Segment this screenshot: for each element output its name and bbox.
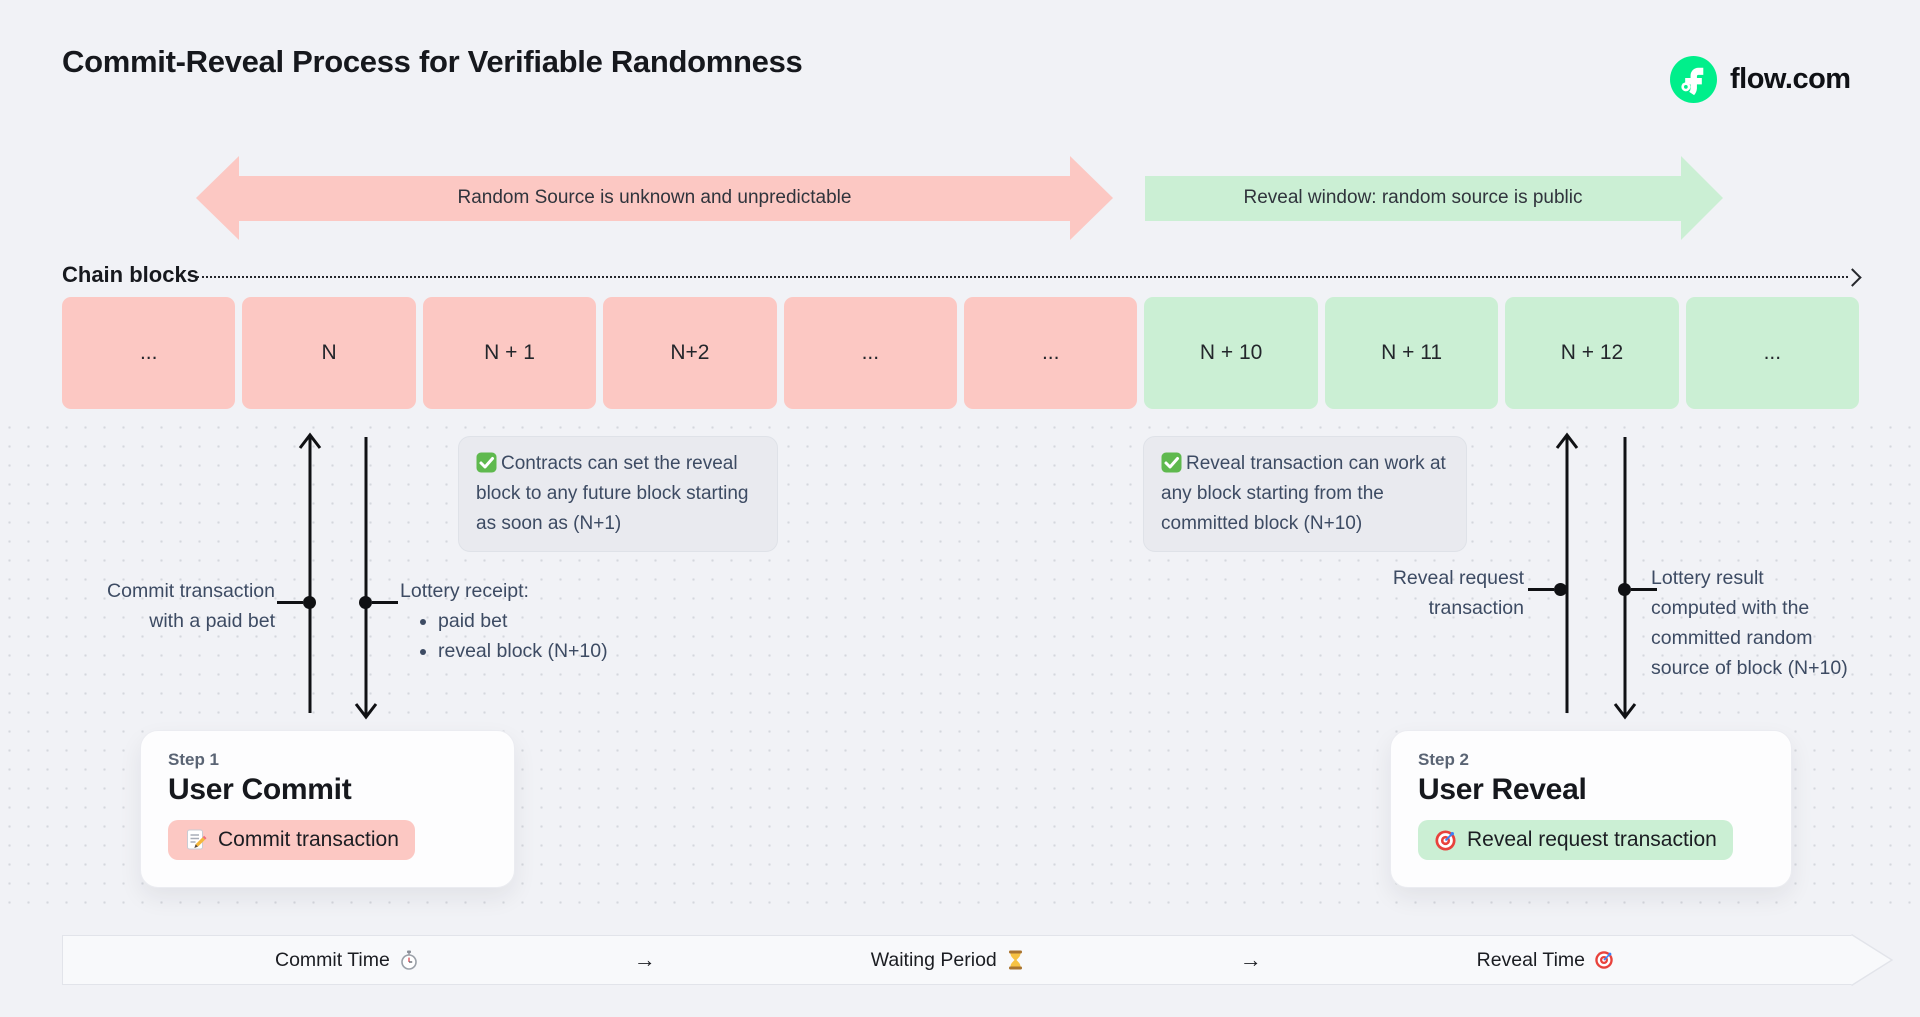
connector-tick bbox=[1631, 588, 1657, 591]
reveal-up-arrow bbox=[1555, 432, 1579, 713]
commit-up-arrow bbox=[298, 432, 322, 713]
timeline-arrowhead bbox=[1851, 934, 1894, 986]
chain-block: N+2 bbox=[603, 297, 777, 409]
target-icon bbox=[1595, 951, 1613, 969]
connector-tick bbox=[277, 601, 303, 604]
receipt-bullet: paid bet bbox=[438, 606, 608, 636]
step2-card: Step 2 User Reveal Reveal request transa… bbox=[1390, 730, 1792, 888]
reveal-phase-banner-label: Reveal window: random source is public bbox=[1243, 187, 1583, 208]
connector-tick bbox=[372, 601, 398, 604]
reveal-request-pill: Reveal request transaction bbox=[1418, 820, 1733, 860]
chain-block: ... bbox=[964, 297, 1138, 409]
chain-block: N + 12 bbox=[1505, 297, 1679, 409]
timeline-reveal-time: Reveal Time bbox=[1477, 949, 1614, 972]
lottery-result-label: Lottery result computed with the committ… bbox=[1651, 567, 1848, 679]
receipt-down-arrow bbox=[354, 437, 378, 720]
flow-brand[interactable]: flow.com bbox=[1670, 56, 1851, 103]
lottery-receipt-label: Lottery receipt: paid bet reveal block (… bbox=[400, 576, 608, 666]
commit-note-box: Contracts can set the reveal block to an… bbox=[458, 436, 778, 552]
timeline-waiting-period: Waiting Period bbox=[871, 949, 1025, 972]
arrow-glyph: → bbox=[1239, 947, 1262, 972]
connector-dot bbox=[1554, 583, 1567, 596]
reveal-phase-banner: Reveal window: random source is public bbox=[1145, 156, 1723, 240]
step2-label: Step 2 bbox=[1418, 750, 1470, 769]
check-icon bbox=[1161, 452, 1182, 473]
right-arrowhead bbox=[1070, 156, 1113, 240]
commit-phase-banner: Random Source is unknown and unpredictab… bbox=[196, 156, 1113, 240]
commit-transaction-label: Commit transaction with a paid bet bbox=[107, 580, 275, 632]
reveal-note-text: Reveal transaction can work at any block… bbox=[1161, 453, 1446, 534]
commit-pill-label: Commit transaction bbox=[218, 828, 399, 851]
page-title: Commit-Reveal Process for Verifiable Ran… bbox=[62, 44, 803, 79]
timeline-arrow: → bbox=[634, 947, 656, 973]
waiting-period-label: Waiting Period bbox=[870, 948, 997, 971]
chain-dotted-line bbox=[197, 276, 1848, 278]
target-icon bbox=[1435, 829, 1456, 851]
stopwatch-icon bbox=[401, 950, 417, 970]
check-icon bbox=[476, 452, 497, 473]
step1-label: Step 1 bbox=[168, 750, 220, 769]
chain-block: N + 10 bbox=[1144, 297, 1318, 409]
brand-text: flow.com bbox=[1730, 63, 1851, 95]
receipt-bullet: reveal block (N+10) bbox=[438, 636, 608, 666]
commit-note-text: Contracts can set the reveal block to an… bbox=[476, 453, 749, 534]
memo-icon bbox=[187, 829, 207, 850]
step1-card: Step 1 User Commit Commit transaction bbox=[140, 730, 515, 888]
timeline-bar: Commit Time → Waiting Period → Revea bbox=[62, 935, 1852, 985]
commit-time-label: Commit Time bbox=[275, 948, 390, 971]
flow-logo-icon bbox=[1670, 56, 1717, 103]
reveal-note-box: Reveal transaction can work at any block… bbox=[1143, 436, 1467, 552]
reveal-request-label: Reveal request transaction bbox=[1392, 567, 1524, 619]
chain-block: ... bbox=[783, 297, 958, 409]
timeline-arrow: → bbox=[1240, 947, 1262, 973]
commit-phase-banner-label: Random Source is unknown and unpredictab… bbox=[457, 187, 852, 208]
connector-dot bbox=[303, 596, 316, 609]
timeline-commit-time: Commit Time bbox=[275, 949, 419, 972]
arrow-glyph: → bbox=[633, 947, 656, 972]
connector-tick bbox=[1528, 588, 1554, 591]
lottery-receipt-title: Lottery receipt: bbox=[400, 580, 529, 602]
chain-block: N + 1 bbox=[422, 297, 597, 409]
step2-title: User Reveal bbox=[1418, 773, 1587, 806]
hourglass-icon bbox=[1008, 950, 1022, 970]
reveal-pill-label: Reveal request transaction bbox=[1467, 828, 1717, 851]
chain-block: N bbox=[242, 297, 416, 409]
chain-block: ... bbox=[62, 297, 236, 409]
step1-title: User Commit bbox=[168, 773, 352, 806]
connector-dot bbox=[1618, 583, 1631, 596]
chain-line-arrowhead-icon bbox=[1843, 268, 1862, 287]
right-arrowhead bbox=[1681, 156, 1723, 240]
reveal-time-label: Reveal Time bbox=[1476, 948, 1585, 971]
result-down-arrow bbox=[1613, 437, 1637, 720]
chain-block: N + 11 bbox=[1324, 297, 1499, 409]
chain-block: ... bbox=[1685, 297, 1860, 409]
connector-dot bbox=[359, 596, 372, 609]
commit-transaction-pill: Commit transaction bbox=[168, 820, 415, 860]
chain-blocks-label: Chain blocks bbox=[62, 262, 199, 287]
left-arrowhead bbox=[196, 156, 239, 240]
